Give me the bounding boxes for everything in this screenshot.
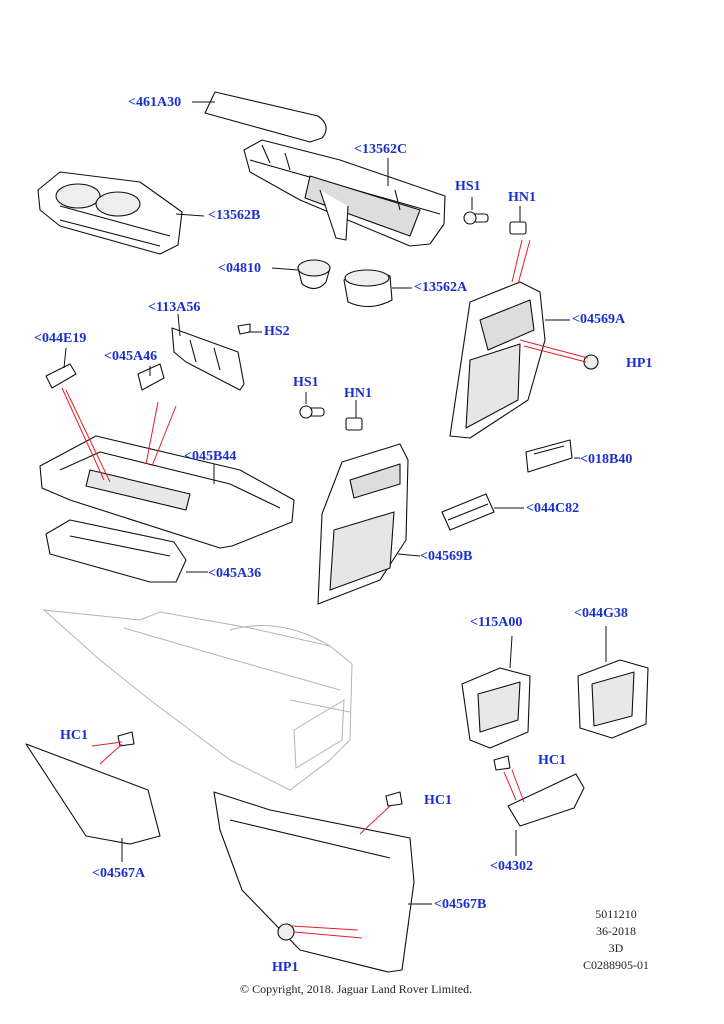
info-line-2: 36-2018 <box>596 924 636 938</box>
part-045A36-carrier <box>45 519 187 583</box>
part-045B44-carrier <box>39 435 295 549</box>
part-018B40-switch-pack <box>525 439 573 473</box>
fastener-hc1-left: HC1 <box>60 728 88 743</box>
fastener-hc1-center: HC1 <box>424 793 452 808</box>
callout-04569B: <04569B <box>420 549 473 564</box>
callout-044G38: <044G38 <box>574 606 628 621</box>
red-leader-lines <box>61 239 589 939</box>
info-line-4: C0288905-01 <box>583 958 649 972</box>
callout-018B40: <018B40 <box>580 452 633 467</box>
callout-113A56: <113A56 <box>148 300 201 315</box>
part-113A56-bracket <box>171 327 245 391</box>
part-13562C-bin-insert <box>243 139 446 247</box>
callout-045A36: <045A36 <box>208 566 262 581</box>
callout-04569A: <04569A <box>572 312 626 327</box>
callout-04810: <04810 <box>218 261 261 276</box>
callout-044E19: <044E19 <box>34 331 87 346</box>
part-04810-cup-liner <box>297 259 331 290</box>
fastener-hp1-right: HP1 <box>626 356 653 371</box>
part-461A30-mat <box>204 91 327 143</box>
callout-115A00: <115A00 <box>470 615 523 630</box>
callout-045A46: <045A46 <box>104 349 158 364</box>
fastener-hs1-top: HS1 <box>455 179 481 194</box>
part-044C82-bezel <box>441 493 495 531</box>
fastener-hn1-top: HN1 <box>508 190 536 205</box>
callout-04567A: <04567A <box>92 866 146 881</box>
part-04567B-side-panel <box>213 791 415 973</box>
part-044G38-screen <box>577 659 649 739</box>
diagram-info-block: 5011210 36-2018 3D C0288905-01 <box>576 906 656 974</box>
callout-13562A: <13562A <box>414 280 468 295</box>
callout-13562C: <13562C <box>354 142 408 157</box>
fastener-hs2: HS2 <box>264 324 290 339</box>
info-line-3: 3D <box>608 941 624 955</box>
callout-461A30: <461A30 <box>128 95 182 110</box>
info-line-1: 5011210 <box>595 907 637 921</box>
callout-044C82: <044C82 <box>526 501 580 516</box>
callout-04302: <04302 <box>490 859 533 874</box>
part-04302-trim-strip <box>507 773 585 827</box>
part-044E19-clip <box>45 363 77 389</box>
part-13562A-cup-holder <box>343 269 393 308</box>
callout-13562B: <13562B <box>208 208 261 223</box>
part-04567A-side-panel <box>25 743 161 845</box>
fastener-hp1-bottom: HP1 <box>272 960 299 975</box>
part-13562B-tray <box>37 171 183 255</box>
callout-04567B: <04567B <box>434 897 487 912</box>
part-04569B-lower-finisher <box>317 443 409 605</box>
part-045A46-bracket <box>137 363 165 391</box>
leader-lines <box>63 101 607 905</box>
part-04569A-upper-finisher <box>449 281 546 439</box>
copyright-notice: © Copyright, 2018. Jaguar Land Rover Lim… <box>240 982 473 996</box>
fastener-hs1-mid: HS1 <box>293 375 319 390</box>
fastener-hc1-right: HC1 <box>538 753 566 768</box>
part-115A00-module <box>461 667 531 749</box>
fastener-hn1-mid: HN1 <box>344 386 372 401</box>
ghost-console <box>42 609 353 791</box>
callout-045B44: <045B44 <box>184 449 237 464</box>
